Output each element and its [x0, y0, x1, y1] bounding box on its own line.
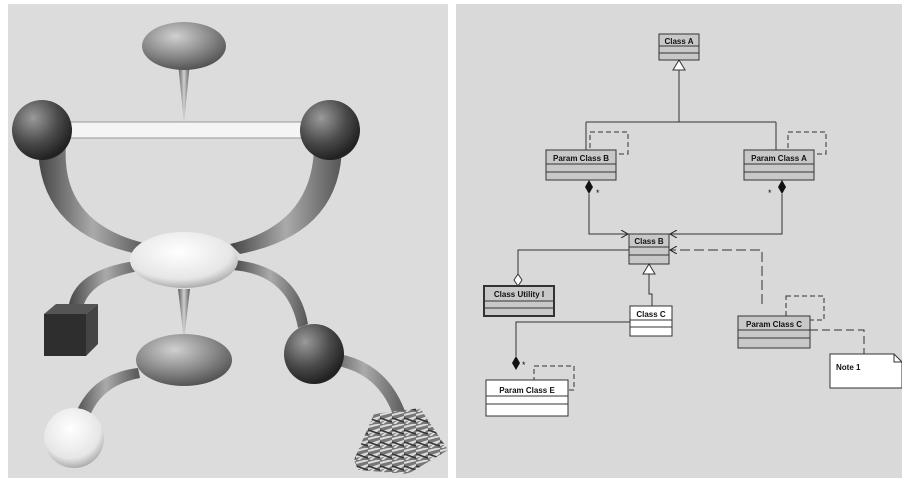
class-a-box[interactable]: Class A — [658, 33, 700, 61]
sphere-node-light — [44, 408, 104, 468]
generalization-triangle-a — [672, 59, 686, 71]
composition-diamond-b — [585, 180, 593, 194]
sphere-node-lower-right — [284, 324, 344, 384]
class-a-label: Class A — [664, 37, 693, 46]
param-class-e-label: Param Class E — [499, 386, 555, 395]
aggregation-diamond — [513, 273, 523, 287]
cone-connector-top — [178, 62, 190, 124]
textured-pyramid-node — [354, 408, 448, 474]
cube-node — [44, 314, 86, 356]
param-class-c-label: Param Class C — [746, 320, 802, 329]
class-c-label: Class C — [636, 310, 666, 319]
class-c-box[interactable]: Class C — [629, 305, 673, 337]
composition-diamond-a — [778, 180, 786, 194]
curved-tube-right-lower — [232, 260, 308, 328]
curved-tube-to-cube — [68, 260, 144, 314]
lower-ellipsoid-node — [136, 334, 232, 386]
sphere-node-right — [300, 100, 360, 160]
class-utility-i-box[interactable]: Class Utility I — [483, 285, 555, 317]
association-b-to-class-b — [588, 194, 628, 234]
sphere-node-left — [12, 100, 72, 160]
center-ellipsoid-node — [130, 232, 238, 288]
param-class-b-label: Param Class B — [553, 154, 609, 163]
association-a-to-class-b — [670, 194, 783, 234]
curved-tube-right — [230, 144, 342, 254]
class-b-box[interactable]: Class B — [628, 233, 670, 265]
inheritance-line-c — [648, 274, 653, 306]
composition-diamond-e — [512, 356, 520, 370]
top-ellipsoid-node — [142, 22, 226, 70]
param-class-b-box[interactable]: Param Class B — [545, 131, 629, 181]
cone-connector-middle — [178, 289, 190, 340]
3d-scene — [12, 22, 448, 474]
note-link — [810, 329, 865, 354]
uml-diagram: Class A Param Class B Para — [483, 33, 902, 417]
association-c-to-e — [515, 321, 630, 356]
uml-class-diagram-panel: Class A Param Class B Para — [456, 4, 902, 478]
param-class-e-box[interactable]: Param Class E — [485, 365, 575, 417]
curved-tube-left — [38, 144, 148, 254]
horizontal-bar-connector — [49, 121, 323, 139]
cube-node-side — [86, 304, 98, 356]
cube-node-top — [44, 304, 98, 314]
generalization-triangle-b — [642, 263, 656, 275]
aggregation-line-utility — [517, 249, 629, 274]
note-1[interactable]: Note 1 — [829, 353, 902, 389]
param-class-a-box[interactable]: Param Class A — [743, 131, 827, 181]
class-utility-i-label: Class Utility I — [494, 290, 544, 299]
param-class-c-box[interactable]: Param Class C — [737, 295, 825, 349]
multiplicity-b: * — [596, 188, 600, 198]
class-b-label: Class B — [634, 237, 664, 246]
dependency-c-to-class-b — [670, 250, 763, 304]
3d-visualization-panel — [8, 4, 448, 478]
note-1-label: Note 1 — [836, 363, 861, 372]
multiplicity-e: * — [522, 360, 526, 370]
param-class-a-label: Param Class A — [751, 154, 807, 163]
multiplicity-a: * — [768, 188, 772, 198]
